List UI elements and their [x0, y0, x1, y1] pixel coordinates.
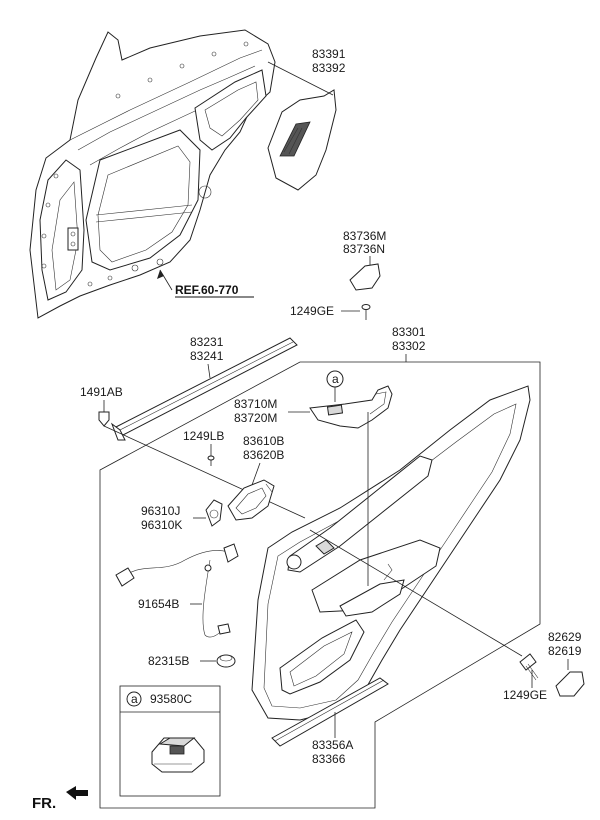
inset-a-letter: a [131, 692, 138, 706]
label-83610b: 83610B [243, 434, 284, 448]
label-82619: 82619 [548, 644, 582, 658]
leader-1491ab-dash [103, 425, 306, 519]
label-91654b: 91654B [138, 597, 179, 611]
label-83241: 83241 [190, 349, 224, 363]
part-83610-inside-handle [227, 479, 275, 521]
assembly-frame [99, 361, 541, 809]
door-frame-ref [29, 29, 276, 319]
label-83301: 83301 [392, 325, 426, 339]
part-83356a-strip [271, 677, 389, 747]
label-83736m: 83736M [343, 229, 386, 243]
label-83392: 83392 [312, 61, 346, 75]
leader-83391 [267, 61, 334, 96]
leader-trim-dash [309, 529, 523, 657]
label-82629: 82629 [548, 630, 582, 644]
front-direction-label: FR. [32, 795, 56, 812]
label-1491ab: 1491AB [80, 385, 123, 399]
screw-1249ge-top [361, 304, 371, 320]
label-82315b: 82315B [148, 654, 189, 668]
label-1249lb: 1249LB [183, 429, 224, 443]
part-83301-trim-panel [251, 385, 531, 721]
label-96310j: 96310J [141, 504, 180, 518]
front-arrow-icon [66, 786, 88, 800]
label-83302: 83302 [392, 339, 426, 353]
leader-83610b [251, 462, 261, 486]
part-83710-bracket [309, 385, 393, 429]
label-83366: 83366 [312, 752, 346, 766]
label-83720m: 83720M [234, 411, 277, 425]
part-96310-tweeter [205, 499, 223, 527]
label-83710m: 83710M [234, 397, 277, 411]
label-83356a: 83356A [312, 738, 353, 752]
screw-1249ge-bottom [519, 653, 539, 681]
part-83231-weatherstrip [110, 337, 298, 441]
clip-1491ab [98, 411, 110, 427]
label-83391: 83391 [312, 47, 346, 61]
label-83736n: 83736N [343, 242, 385, 256]
part-91654b-harness [115, 543, 239, 638]
inset-93580c [119, 685, 221, 797]
part-82629-cap [555, 671, 585, 697]
label-1249ge-top: 1249GE [290, 304, 334, 318]
label-83620b: 83620B [243, 448, 284, 462]
label-83231: 83231 [190, 335, 224, 349]
callout-a-letter: a [332, 372, 339, 386]
part-82315b-plug [216, 654, 236, 668]
label-96310k: 96310K [141, 518, 182, 532]
label-1249ge-bottom: 1249GE [503, 688, 547, 702]
ref-arrowhead [157, 270, 164, 279]
part-83736-cap [349, 263, 381, 291]
leader-83231 [207, 363, 211, 379]
label-93580c: 93580C [150, 692, 192, 706]
part-83391-seal [267, 89, 337, 191]
ref-label: REF.60-770 [175, 283, 239, 297]
screw-1249lb [207, 455, 215, 466]
